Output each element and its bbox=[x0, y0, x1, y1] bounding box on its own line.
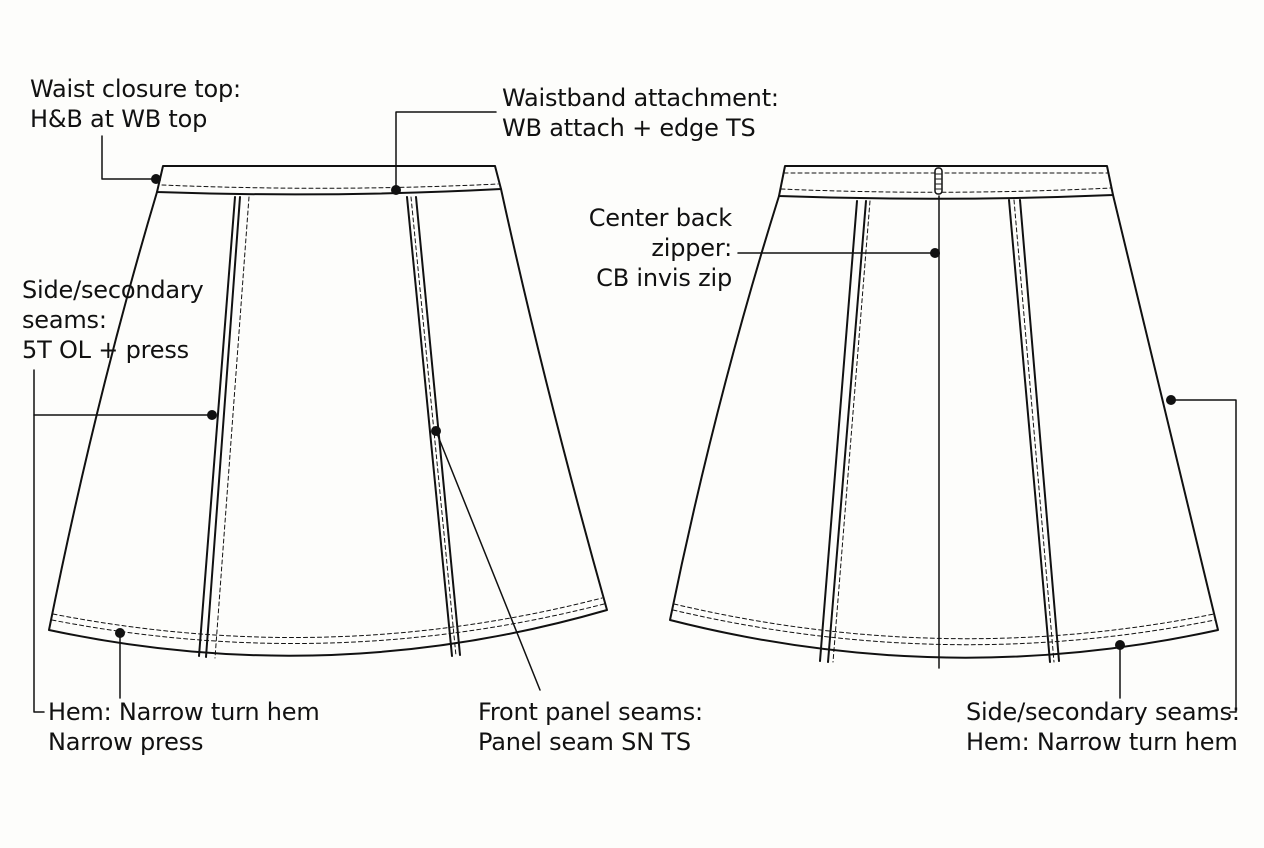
label-center-back-zipper-title2: zipper: bbox=[651, 234, 732, 262]
front-skirt-body bbox=[48, 188, 608, 657]
dot-hem-front bbox=[115, 628, 125, 638]
label-hem-front: Hem: Narrow turn hem Narrow press bbox=[48, 697, 320, 757]
label-center-back-zipper-title: Center back bbox=[588, 204, 732, 232]
front-hem-topstitch-1 bbox=[52, 597, 603, 638]
label-front-panel-seams-title: Front panel seams: bbox=[478, 698, 703, 726]
front-left-panel-topstitch bbox=[214, 196, 250, 659]
label-front-panel-seams: Front panel seams: Panel seam SN TS bbox=[478, 697, 703, 757]
label-side-seams-back: Side/secondary seams: Hem: Narrow turn h… bbox=[966, 697, 1240, 757]
leader-hem-bracket bbox=[33, 369, 45, 713]
back-hem-topstitch-1 bbox=[673, 603, 1215, 640]
back-left-panel-seam-2 bbox=[827, 200, 867, 663]
leader-front-panel-seams bbox=[435, 430, 541, 691]
label-waist-closure-detail: H&B at WB top bbox=[30, 105, 208, 133]
front-hem-topstitch-2 bbox=[51, 603, 605, 644]
leader-waistband-attachment bbox=[395, 111, 497, 191]
front-waistband-topstitch bbox=[161, 183, 499, 189]
leader-waist-closure bbox=[101, 135, 157, 180]
front-skirt-view bbox=[48, 165, 608, 659]
label-waist-closure: Waist closure top: H&B at WB top bbox=[30, 74, 241, 134]
front-right-panel-topstitch bbox=[410, 196, 457, 657]
callout-leaders bbox=[33, 111, 1237, 713]
label-side-seams-back-detail: Hem: Narrow turn hem bbox=[966, 728, 1238, 756]
front-right-panel-seam bbox=[406, 196, 453, 657]
dot-side-seams-front bbox=[207, 410, 217, 420]
back-waistband-topstitch-2 bbox=[780, 187, 1112, 193]
zipper-pull-icon bbox=[934, 167, 943, 195]
label-center-back-zipper: Center back zipper: CB invis zip bbox=[578, 203, 732, 293]
back-right-panel-topstitch bbox=[1013, 199, 1055, 663]
dot-hem-back bbox=[1115, 640, 1125, 650]
label-hem-front-detail: Narrow press bbox=[48, 728, 204, 756]
dot-front-panel-seams bbox=[431, 426, 441, 436]
zipper-teeth-icon bbox=[935, 173, 942, 190]
label-side-seams-front-detail: 5T OL + press bbox=[22, 336, 189, 364]
label-hem-front-title: Hem: Narrow turn hem bbox=[48, 698, 320, 726]
back-waistband bbox=[778, 165, 1114, 200]
label-side-seams-back-title: Side/secondary seams: bbox=[966, 698, 1240, 726]
label-side-seams-front: Side/secondary seams: 5T OL + press bbox=[22, 275, 204, 365]
dot-waist-closure bbox=[151, 174, 161, 184]
back-left-panel-topstitch bbox=[832, 200, 871, 663]
label-side-seams-front-title2: seams: bbox=[22, 306, 107, 334]
back-left-panel-seam bbox=[819, 200, 858, 662]
back-hem-topstitch-2 bbox=[672, 609, 1216, 646]
front-right-panel-seam-2 bbox=[415, 196, 461, 656]
label-front-panel-seams-detail: Panel seam SN TS bbox=[478, 728, 691, 756]
label-side-seams-front-title: Side/secondary bbox=[22, 276, 204, 304]
label-waist-closure-title: Waist closure top: bbox=[30, 75, 241, 103]
label-waistband-attachment-detail: WB attach + edge TS bbox=[502, 114, 756, 142]
front-left-panel-seam-2 bbox=[205, 196, 241, 658]
dot-center-back-zipper bbox=[930, 248, 940, 258]
label-center-back-zipper-detail: CB invis zip bbox=[596, 264, 732, 292]
label-waistband-attachment-title: Waistband attachment: bbox=[502, 84, 779, 112]
back-right-panel-seam bbox=[1008, 199, 1051, 663]
leader-side-seams-back bbox=[1170, 399, 1237, 713]
label-waistband-attachment: Waistband attachment: WB attach + edge T… bbox=[502, 83, 779, 143]
callout-dots bbox=[115, 174, 1176, 650]
back-skirt-view bbox=[669, 165, 1219, 669]
dot-waistband-attachment bbox=[391, 185, 401, 195]
dot-side-seams-back bbox=[1166, 395, 1176, 405]
front-left-panel-seam bbox=[198, 196, 236, 657]
front-waistband bbox=[156, 165, 502, 196]
back-skirt-body bbox=[669, 194, 1219, 659]
back-right-panel-seam-2 bbox=[1019, 199, 1060, 662]
